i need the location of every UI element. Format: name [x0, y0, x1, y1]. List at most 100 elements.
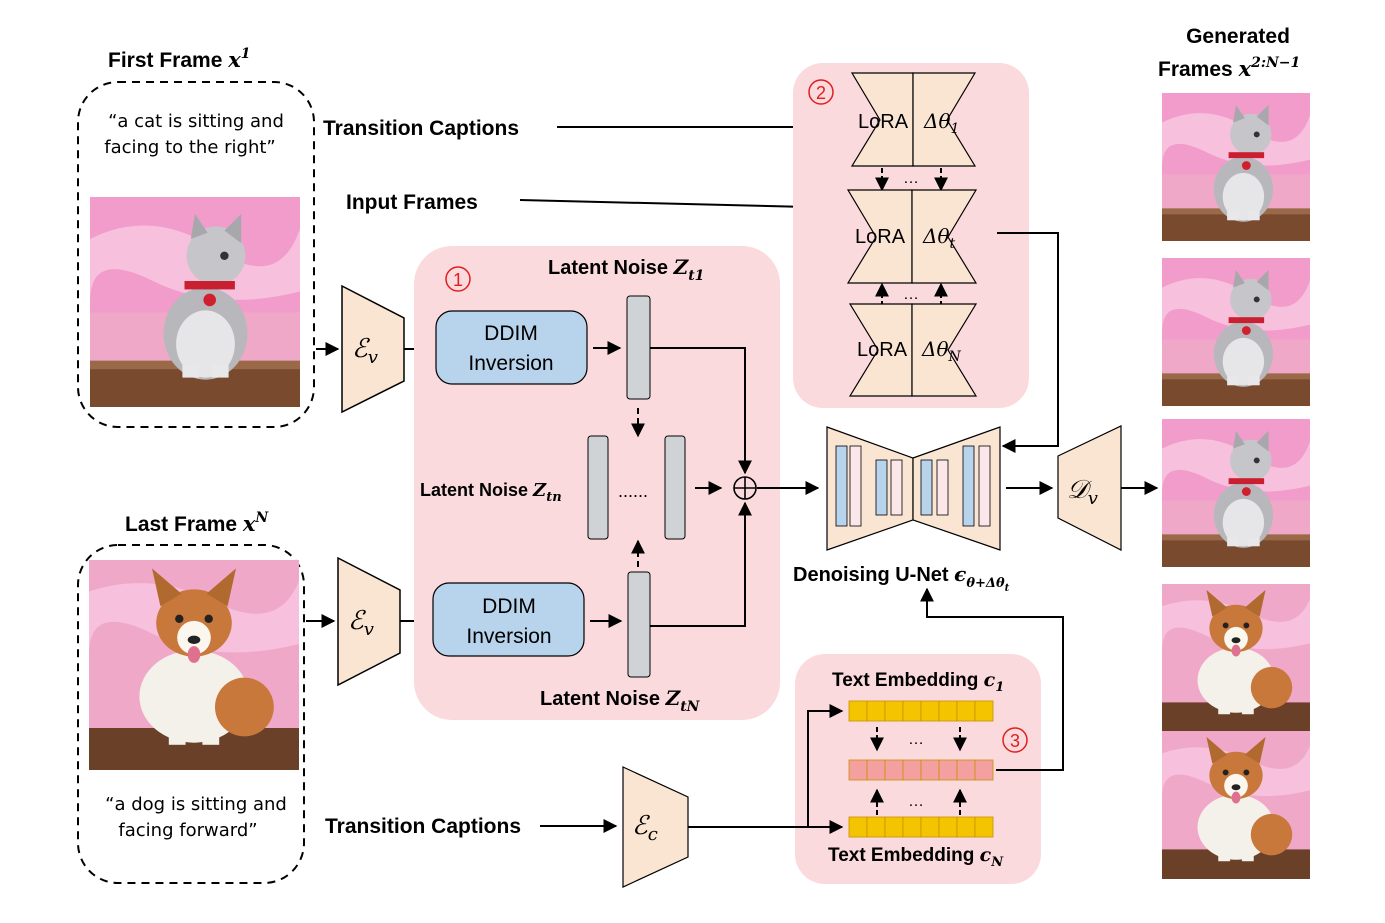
generated-frame-dog — [1162, 584, 1310, 732]
latent-noise-mid-label: Latent Noise Ztn — [420, 480, 562, 505]
first-frame-box — [77, 81, 315, 428]
emb-dots-top: … — [908, 731, 924, 748]
ddim-inversion-bottom — [432, 582, 585, 657]
decoder-dv — [1057, 425, 1122, 551]
generated-frames — [1162, 93, 1310, 879]
lora-t-label: LoRA — [855, 226, 906, 248]
ddim-top-line1: DDIM — [484, 322, 538, 345]
delta-theta-t: Δθt — [922, 224, 955, 252]
block3-badge — [1002, 727, 1028, 753]
block2-badge-number: 2 — [816, 83, 826, 103]
transition-captions-top-label: Transition Captions — [323, 117, 519, 140]
encoder-ev-bottom — [337, 556, 401, 687]
block3-badge-number: 3 — [1010, 731, 1020, 751]
generated-frame-dog — [1162, 731, 1310, 879]
generated-frame-cat — [1162, 258, 1310, 406]
embedding-cell — [974, 700, 994, 722]
lora-module-N-right — [911, 303, 978, 397]
arrow-embedding-to-unet — [920, 587, 1064, 771]
latent-bottom-bar — [627, 571, 651, 678]
embedding-cell — [902, 759, 922, 781]
encoder-ev-top — [341, 284, 405, 414]
text-embedding-cN — [848, 816, 994, 838]
block2-badge — [808, 79, 834, 105]
embedding-cell — [938, 816, 958, 838]
arrow-lora-t-to-unet — [997, 232, 1059, 453]
first-frame-caption-line1: “a cat is sitting and — [108, 111, 284, 132]
lora-module-1-right — [912, 72, 977, 167]
lora-module-1-left — [850, 72, 914, 167]
generated-frame-cat — [1162, 419, 1310, 567]
embedding-cell — [920, 816, 940, 838]
ddim-top-line2: Inversion — [468, 352, 553, 375]
last-frame-caption-line2: facing forward” — [118, 820, 257, 841]
input-frames-label: Input Frames — [346, 191, 478, 214]
last-frame-image — [89, 560, 299, 770]
generated-title-line2: Frames x2:N−1 — [1158, 55, 1300, 81]
text-embedding-top-label: Text Embedding c1 — [832, 669, 1004, 695]
unet-label: Denoising U-Net ϵθ+Δθt — [793, 562, 1010, 594]
embedding-cell — [902, 700, 922, 722]
delta-theta-1: Δθ1 — [923, 109, 959, 137]
latent-top-bar — [626, 295, 651, 400]
delta-theta-N: ΔθN — [921, 337, 961, 365]
ddim-inversion-top — [435, 310, 588, 385]
arrow-ec-to-emb-top — [807, 704, 844, 827]
text-embedding-c1 — [848, 700, 994, 722]
embedding-cell — [848, 759, 868, 781]
text-embedding-bottom-label: Text Embedding cN — [828, 844, 1004, 870]
block1-badge-number: 1 — [453, 270, 463, 290]
embedding-cell — [866, 700, 886, 722]
last-frame-caption-line1: “a dog is sitting and — [105, 794, 287, 815]
latent-mid-bar-right — [664, 435, 686, 540]
embedding-cell — [866, 759, 886, 781]
embedding-cell — [884, 816, 904, 838]
embedding-cell — [956, 816, 976, 838]
first-frame-title: First Frame x1 — [108, 46, 251, 72]
lora-dots-bottom: … — [903, 286, 919, 303]
text-embedding-ct — [848, 759, 994, 781]
ddim-bottom-line2: Inversion — [466, 625, 551, 648]
embedding-cell — [902, 816, 922, 838]
last-frame-title: Last Frame xN — [125, 510, 269, 536]
emb-dots-bottom: … — [908, 793, 924, 810]
last-frame-box — [77, 544, 305, 884]
unet-layers — [835, 445, 991, 527]
lora-module-t-right — [911, 189, 978, 284]
embedding-cell — [938, 700, 958, 722]
embedding-cell — [938, 759, 958, 781]
latent-noise-top-label: Latent Noise Zt1 — [548, 255, 704, 284]
lora-module-N-left — [848, 303, 913, 397]
lora-N-label: LoRA — [857, 339, 908, 361]
embedding-cell — [974, 816, 994, 838]
embedding-cell — [848, 700, 868, 722]
unet-decoder — [912, 426, 1001, 551]
block1-badge — [445, 266, 471, 292]
generated-title-line1: Generated — [1186, 25, 1290, 48]
lora-1-label: LoRA — [858, 111, 909, 133]
arrow-latent-top-to-plus — [650, 347, 752, 475]
generated-frame-cat — [1162, 93, 1310, 241]
embedding-cell — [884, 700, 904, 722]
latent-mid-bar-left — [587, 435, 609, 540]
embedding-cell — [848, 816, 868, 838]
latent-noise-bottom-label: Latent Noise ZtN — [540, 686, 701, 715]
transition-captions-bottom-label: Transition Captions — [325, 815, 521, 838]
embedding-cell — [956, 759, 976, 781]
latent-mid-dots: ...... — [618, 481, 648, 501]
lora-dots-top: … — [903, 170, 919, 187]
embedding-cell — [974, 759, 994, 781]
encoder-ec — [622, 766, 689, 888]
ddim-bottom-line1: DDIM — [482, 595, 536, 618]
embedding-cell — [866, 816, 886, 838]
encoder-ev-bottom-label: ℰv — [348, 606, 374, 640]
embedding-cell — [884, 759, 904, 781]
embedding-cell — [920, 759, 940, 781]
embedding-cell — [920, 700, 940, 722]
encoder-ev-top-label: ℰv — [352, 334, 378, 368]
arrow-latent-bottom-to-plus — [650, 501, 752, 627]
encoder-ec-label: ℰc — [632, 811, 658, 845]
first-frame-image — [90, 197, 300, 407]
embedding-cell — [956, 700, 976, 722]
